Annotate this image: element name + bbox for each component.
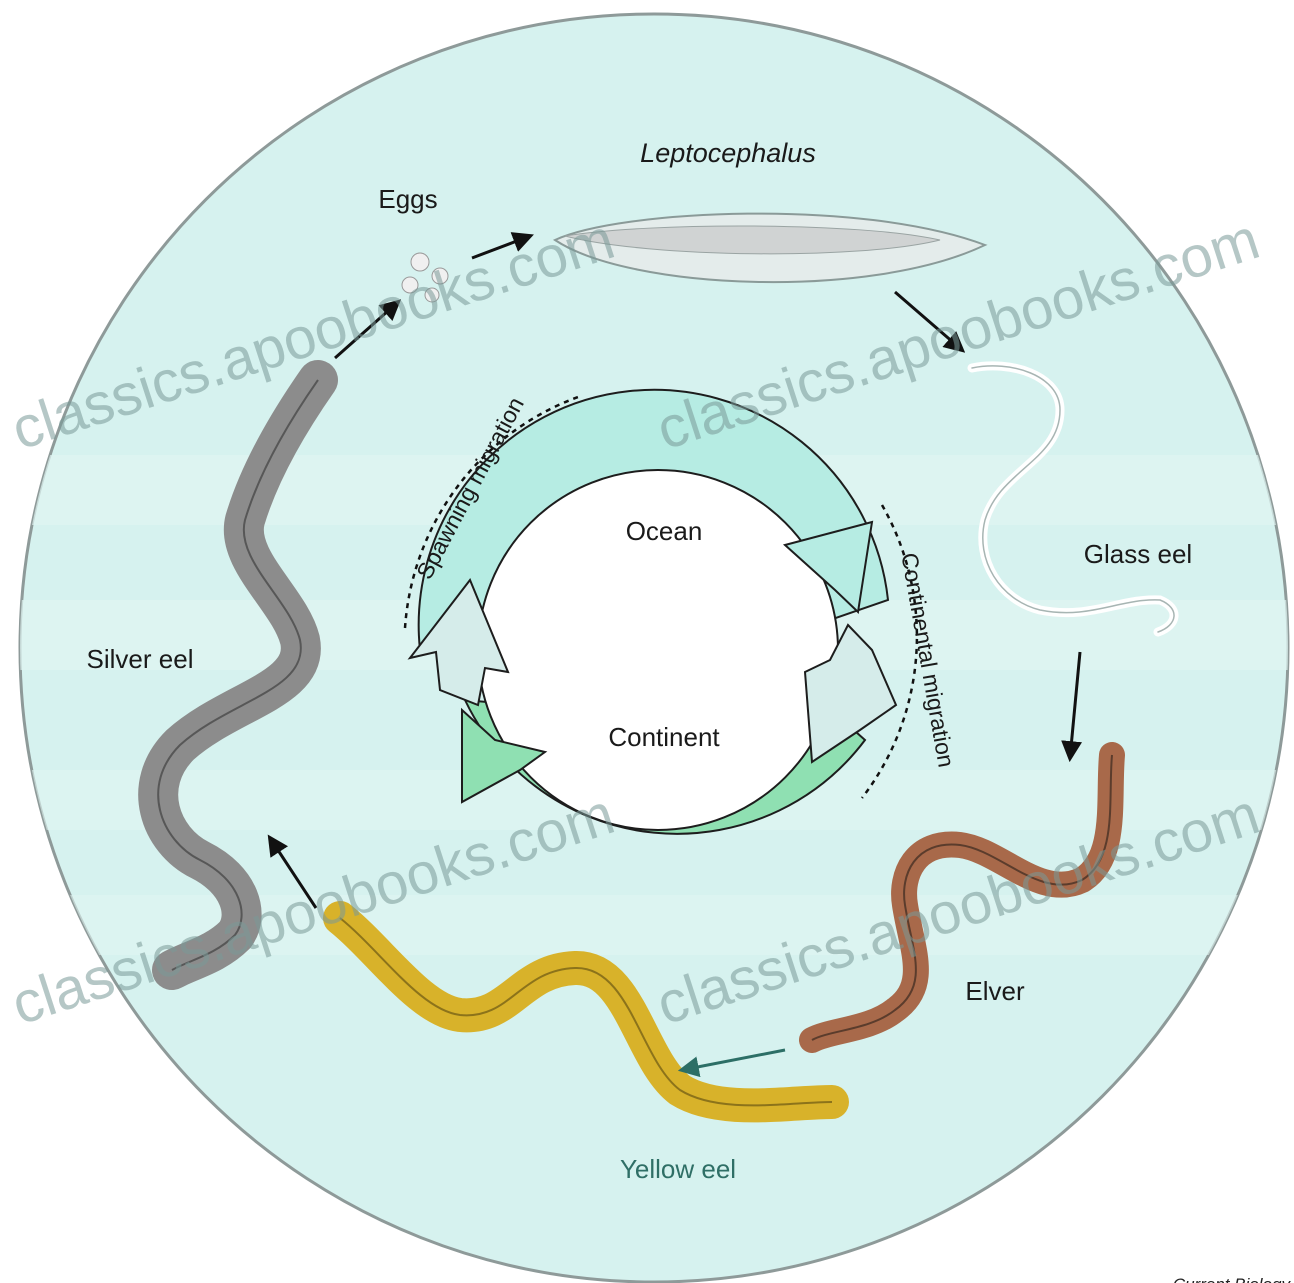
stage-label-leptocephalus: Leptocephalus [640,138,816,168]
center-label-continent: Continent [608,722,720,752]
stage-label-eggs: Eggs [378,184,437,214]
stage-label-yellow-eel: Yellow eel [620,1154,736,1184]
stage-label-silver-eel: Silver eel [87,644,194,674]
center-label-ocean: Ocean [626,516,703,546]
source-credit: Current Biology [1173,1275,1292,1283]
stage-label-elver: Elver [965,976,1025,1006]
stage-label-glass-eel: Glass eel [1084,539,1192,569]
